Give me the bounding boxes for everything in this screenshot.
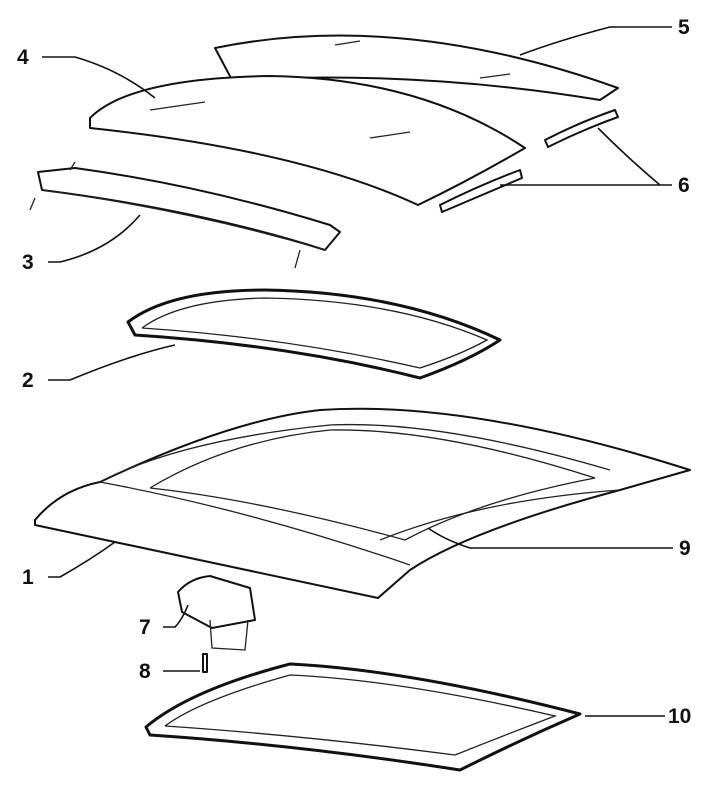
callout-3: 3: [22, 251, 34, 274]
leader-5: [519, 26, 672, 56]
glass-reflection-4: [149, 101, 411, 139]
roof-rail-line: [379, 489, 621, 541]
callout-7: 7: [139, 616, 151, 639]
glass-reflection-5: [334, 40, 511, 79]
callout-2: 2: [22, 369, 34, 392]
callout-6: 6: [678, 174, 690, 197]
callout-4: 4: [17, 46, 29, 69]
roof-opening: [99, 423, 611, 566]
part-4-glass-panel: [89, 75, 526, 206]
leader-2: [48, 344, 176, 381]
part-6-guide-rail-front: [439, 169, 523, 213]
callout-8: 8: [139, 660, 151, 683]
leader-1: [48, 541, 116, 578]
part-8-screw: [202, 653, 208, 673]
seal-inner-edge: [141, 297, 489, 369]
part-2-seal-frame: [126, 288, 502, 380]
part-5-glass-panel: [214, 34, 619, 101]
deflector-detail: [29, 161, 326, 269]
part-7-motor: [177, 575, 256, 629]
callout-10: 10: [668, 705, 692, 728]
part-3-deflector: [37, 167, 341, 251]
motor-gearbox: [209, 619, 249, 651]
part-10-frame: [144, 662, 582, 772]
callout-9: 9: [679, 537, 691, 560]
callout-1: 1: [22, 566, 34, 589]
part-1-roof: [34, 407, 691, 599]
leader-3: [48, 214, 141, 263]
frame-inner-edge: [164, 674, 558, 756]
leader-6: [500, 127, 672, 186]
part-6-guide-rail-rear: [544, 109, 619, 148]
callout-5: 5: [678, 16, 690, 39]
leader-7: [163, 604, 189, 628]
leader-4: [42, 56, 156, 99]
leader-9: [427, 527, 673, 549]
